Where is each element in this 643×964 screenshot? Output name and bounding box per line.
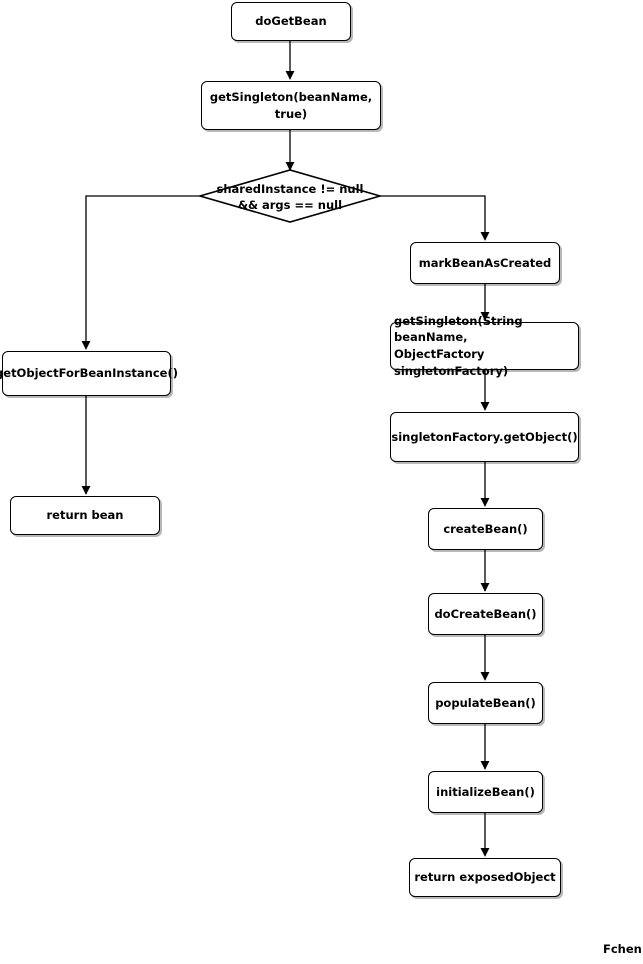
node-getsingleton[interactable]: getSingleton(beanName, true) — [201, 81, 381, 130]
arrow-decision-to-getobjectforbeaninstance — [81, 195, 205, 350]
node-singletonfactory-getobject[interactable]: singletonFactory.getObject() — [390, 412, 579, 462]
node-createbean[interactable]: createBean() — [428, 508, 543, 550]
node-markbeanascreated[interactable]: markBeanAsCreated — [410, 242, 560, 284]
arrow-decision-to-markbeanascreated — [375, 195, 490, 241]
decision-diamond — [197, 169, 383, 223]
decision-line-2: && args == null — [237, 198, 343, 212]
node-return-bean[interactable]: return bean — [10, 496, 160, 535]
author-credit: Fchen — [603, 942, 642, 956]
getsingleton-factory-line-2: ObjectFactory singletonFactory) — [394, 347, 509, 378]
node-initializebean[interactable]: initializeBean() — [428, 771, 543, 813]
node-getsingleton-factory[interactable]: getSingleton(String beanName, ObjectFact… — [390, 314, 579, 378]
decision-line-1: sharedInstance != null — [216, 182, 364, 196]
getsingleton-factory-line-1: getSingleton(String beanName, — [394, 313, 523, 345]
node-dogetbean[interactable]: doGetBean — [231, 2, 351, 41]
decision-text: sharedInstance != null && args == null — [200, 181, 380, 213]
node-getobjectforbeaninstance[interactable]: getObjectForBeanInstance() — [0, 351, 178, 396]
node-return-exposedobject[interactable]: return exposedObject — [409, 858, 561, 897]
node-docreatebean[interactable]: doCreateBean() — [428, 593, 543, 635]
node-populatebean[interactable]: populateBean() — [428, 682, 543, 724]
